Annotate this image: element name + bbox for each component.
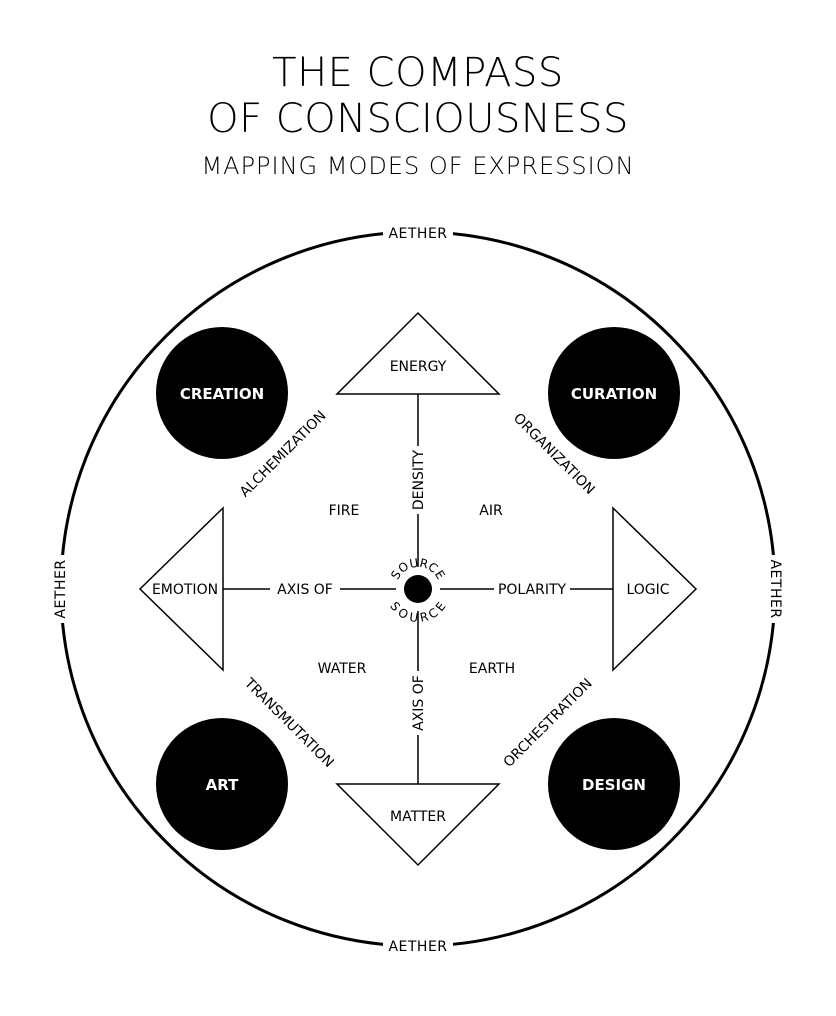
ring-gap-right xyxy=(766,555,786,623)
ring-gap-top xyxy=(383,222,453,244)
fire-label: FIRE xyxy=(329,503,360,519)
emotion-label: EMOTION xyxy=(152,582,218,598)
earth-label: EARTH xyxy=(469,661,515,677)
creation-label: CREATION xyxy=(180,385,264,403)
energy-label: ENERGY xyxy=(390,359,447,375)
polarity-label: POLARITY xyxy=(498,582,567,598)
ring-gap-bottom xyxy=(383,935,453,957)
title-line-1: THE COMPASS xyxy=(272,50,564,96)
air-label: AIR xyxy=(479,503,503,519)
matter-label: MATTER xyxy=(390,809,446,825)
source-label-lower-path: SOURCE xyxy=(387,599,448,625)
source-label-lower: SOURCE xyxy=(387,599,449,625)
axis-of-horizontal-label: AXIS OF xyxy=(277,582,333,598)
curation-label: CURATION xyxy=(571,385,657,403)
subtitle: MAPPING MODES OF EXPRESSION xyxy=(201,152,635,180)
title-line-2: OF CONSCIOUSNESS xyxy=(207,96,629,142)
ring-gap-left xyxy=(50,555,70,623)
aether-label-top: AETHER xyxy=(388,226,447,242)
logic-label: LOGIC xyxy=(626,582,669,598)
aether-label-right: AETHER xyxy=(767,559,783,618)
curation-circle xyxy=(548,327,680,459)
design-label: DESIGN xyxy=(582,776,646,794)
art-circle xyxy=(156,718,288,850)
axis-gap-polarity xyxy=(494,579,570,599)
source-dot xyxy=(404,575,432,603)
axis-gap-axis-of-horizontal xyxy=(270,579,340,599)
axis-of-vertical-label: AXIS OF xyxy=(411,675,427,731)
aether-label-left: AETHER xyxy=(53,559,69,618)
energy-triangle xyxy=(335,311,501,395)
art-label: ART xyxy=(206,776,239,794)
density-label: DENSITY xyxy=(411,449,427,510)
title-block: THE COMPASS OF CONSCIOUSNESS MAPPING MOD… xyxy=(0,50,836,180)
creation-circle xyxy=(156,327,288,459)
water-label: WATER xyxy=(318,661,367,677)
axis-gap-axis-of-vertical xyxy=(408,671,428,735)
axis-gap-density xyxy=(408,446,428,514)
design-circle xyxy=(548,718,680,850)
aether-label-bottom: AETHER xyxy=(388,939,447,955)
